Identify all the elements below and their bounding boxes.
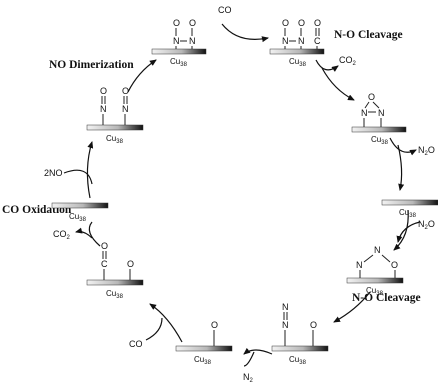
- atom-n: N: [356, 260, 363, 270]
- arrow-n2-release: [243, 347, 273, 355]
- arrow-cycle: [393, 209, 409, 251]
- cu38-slab: [351, 126, 407, 133]
- atom-n: N: [282, 36, 289, 46]
- atom-n: N: [189, 36, 196, 46]
- arrow-cycle: [149, 303, 183, 343]
- bonds: [359, 254, 396, 278]
- species-2no: 2NO: [44, 168, 63, 178]
- atom-n: N: [282, 302, 289, 312]
- bonds: [175, 28, 193, 49]
- cu38-label: Cu38: [69, 212, 87, 223]
- atom-n: N: [282, 320, 289, 330]
- cu38-slab: [151, 48, 207, 55]
- bonds: [283, 312, 314, 346]
- arrow-co-addition: [221, 23, 269, 43]
- atom-o: O: [314, 18, 321, 28]
- cu38-slab: [381, 199, 438, 206]
- state-n2-o-adsorbed: Cu38 N N O: [271, 302, 329, 366]
- state-bare-cu38-left: Cu38: [51, 202, 109, 223]
- arrow-co2-release: [75, 227, 93, 239]
- atom-o: O: [298, 18, 305, 28]
- atom-c: C: [101, 259, 108, 269]
- atom-o: O: [189, 18, 196, 28]
- stage-title-no-cleavage-bottom: N-O Cleavage: [352, 292, 421, 304]
- arrow-cycle: [397, 144, 405, 191]
- arrow-cycle: [333, 291, 371, 323]
- cu38-label: Cu38: [371, 135, 389, 146]
- atom-n: N: [361, 108, 368, 118]
- atom-o: O: [282, 18, 289, 28]
- species-n2: N2: [243, 372, 254, 384]
- bonds: [102, 251, 131, 280]
- atom-o: O: [211, 320, 218, 330]
- atom-o: O: [173, 18, 180, 28]
- species-co: CO: [129, 339, 143, 349]
- bonds: [284, 28, 320, 49]
- arrow-n2o-release: [389, 137, 417, 156]
- state-no-dimer-co: Cu38 O O O N N C: [269, 18, 325, 68]
- atom-n: N: [100, 104, 107, 114]
- atom-n: N: [374, 245, 381, 255]
- atom-n: N: [378, 108, 385, 118]
- species-co2: CO2: [339, 55, 357, 67]
- bonds: [363, 101, 382, 127]
- atom-n: N: [298, 36, 305, 46]
- atom-o: O: [100, 86, 107, 96]
- atom-o: O: [391, 260, 398, 270]
- species-co: CO: [218, 5, 232, 15]
- cu38-label: Cu38: [399, 208, 417, 219]
- atom-o: O: [127, 259, 134, 269]
- species-n2o: N2O: [418, 219, 435, 231]
- cu38-slab: [175, 345, 233, 352]
- atom-n: N: [122, 104, 129, 114]
- state-nno-adsorbed: Cu38 N N O: [346, 245, 404, 297]
- cu38-slab: [271, 345, 329, 352]
- atom-o: O: [122, 86, 129, 96]
- atom-n: N: [173, 36, 180, 46]
- state-o-adsorbed: Cu38 O: [175, 320, 233, 366]
- bonds: [101, 96, 128, 125]
- cu38-slab: [86, 279, 144, 286]
- atom-o: O: [101, 241, 108, 251]
- state-two-no-adsorbed: Cu38 O O N N: [86, 86, 144, 145]
- cu38-slab: [51, 202, 109, 209]
- cu38-label: Cu38: [289, 355, 307, 366]
- species-co2: CO2: [53, 229, 71, 241]
- cu38-label: Cu38: [366, 286, 384, 297]
- stage-title-no-dimerization: NO Dimerization: [49, 59, 134, 71]
- cu38-label: Cu38: [106, 134, 124, 145]
- arrow-cycle: [86, 141, 94, 199]
- arrow-n2o-addition: [396, 221, 421, 243]
- arrow-2no-addition: [63, 169, 93, 185]
- state-no-dimer: Cu38 O O N N: [151, 18, 207, 68]
- arrow-co-addition: [145, 317, 163, 341]
- stage-title-no-cleavage-top: N-O Cleavage: [334, 29, 403, 41]
- cu38-slab: [269, 48, 325, 55]
- cu38-slab: [346, 277, 404, 284]
- arrow-cycle: [321, 67, 355, 101]
- state-bare-cu38-right: Cu38: [381, 199, 438, 219]
- atom-c: C: [314, 36, 321, 46]
- state-n2o-adsorbed: Cu38 O N N: [351, 92, 407, 146]
- arrow-n2-drop: [243, 351, 255, 367]
- atom-o: O: [368, 92, 375, 102]
- atom-o: O: [310, 320, 317, 330]
- cu38-label: Cu38: [289, 57, 307, 68]
- cu38-label: Cu38: [106, 289, 124, 300]
- arrow-cycle: [88, 221, 101, 247]
- cu38-slab: [86, 124, 144, 131]
- state-co-o-adsorbed: Cu38 O C O: [86, 241, 144, 300]
- cu38-label: Cu38: [194, 355, 212, 366]
- species-n2o: N2O: [418, 145, 435, 157]
- arrow-co2-release: [315, 59, 339, 72]
- arrow-cycle: [127, 59, 157, 93]
- cu38-label: Cu38: [170, 57, 188, 68]
